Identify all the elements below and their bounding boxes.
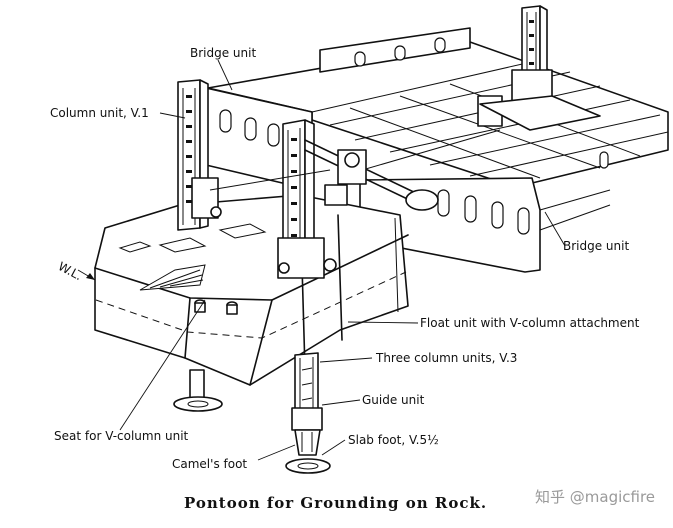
pointer-lines [77, 59, 566, 461]
label-guide-unit: Guide unit [362, 393, 425, 407]
column-unit-left [177, 79, 222, 231]
cable-rigging [209, 129, 501, 211]
label-three-column-units: Three column units, V.3 [375, 351, 517, 365]
label-seat: Seat for V-column unit [54, 429, 189, 443]
label-column-unit: Column unit, V.1 [50, 106, 149, 120]
column-unit-front [277, 119, 337, 279]
label-slab-foot: Slab foot, V.5½ [348, 433, 439, 447]
figure-caption: Pontoon for Grounding on Rock. [184, 494, 487, 512]
label-bridge-unit-top: Bridge unit [190, 46, 256, 60]
lower-column [285, 352, 331, 474]
bridge-girder [205, 87, 611, 273]
label-camels-foot: Camel's foot [172, 457, 247, 471]
label-wl: W.L. [56, 259, 84, 283]
label-bridge-unit-right: Bridge unit [563, 239, 629, 253]
column-unit-back [477, 5, 601, 131]
watermark: 知乎 @magicfire [535, 488, 655, 506]
lower-column-left [173, 369, 223, 412]
float-unit [94, 194, 409, 386]
label-float-unit: Float unit with V-column attachment [420, 316, 640, 330]
